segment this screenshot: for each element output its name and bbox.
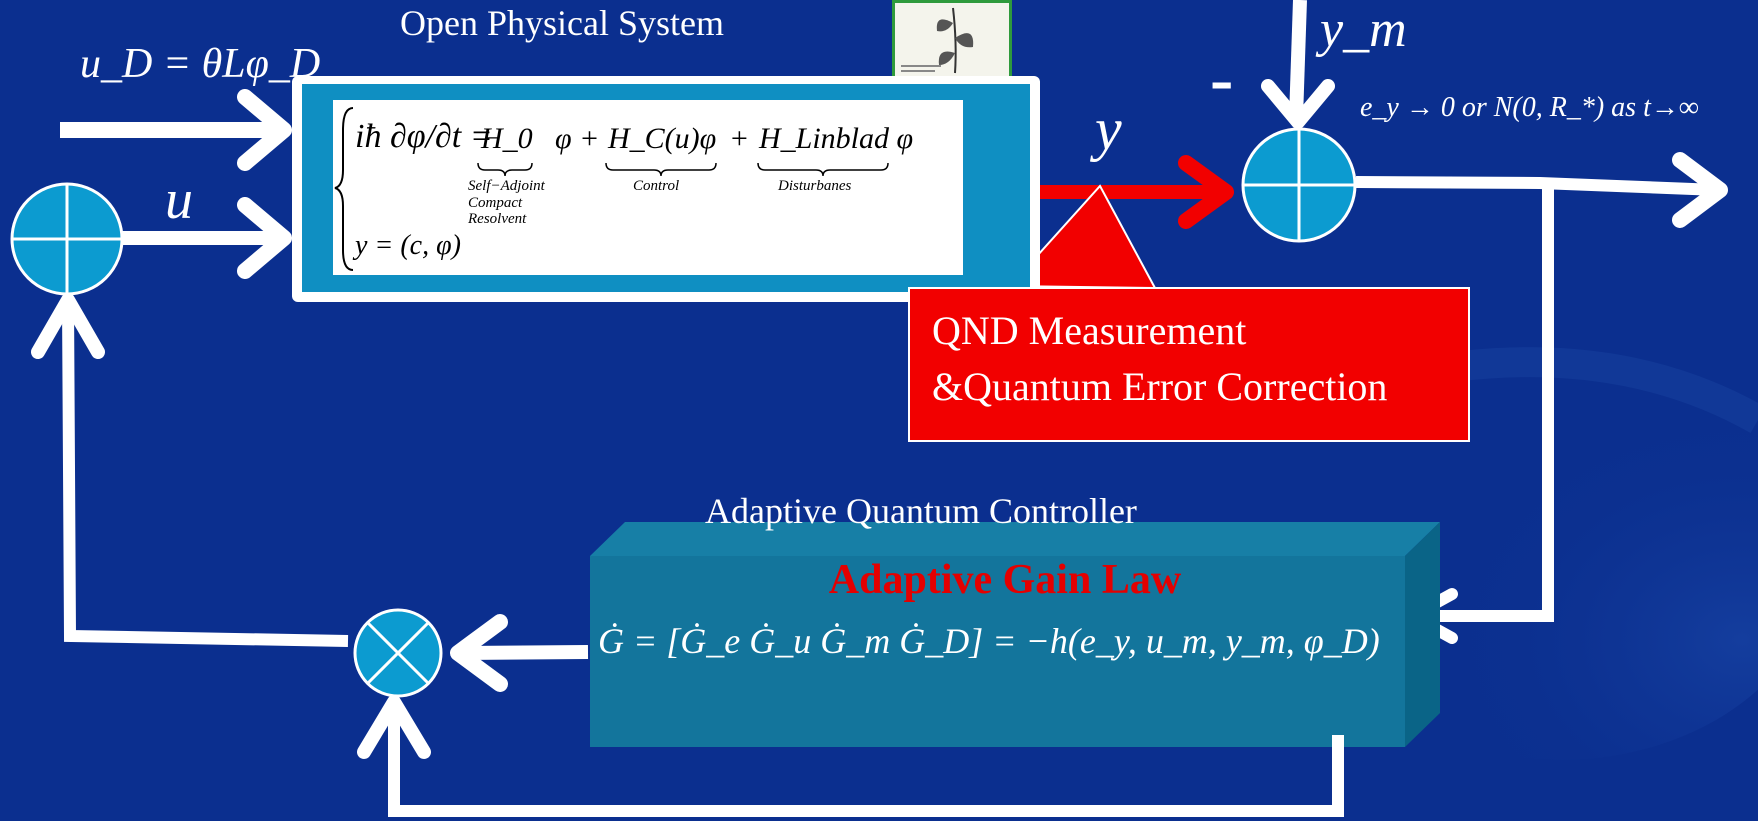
- h0-note-compact: Compact: [468, 195, 523, 211]
- y-output-arrow: [1036, 155, 1234, 229]
- h0-term: H_0: [481, 122, 533, 155]
- error-output-arrow: [1355, 152, 1728, 228]
- phi-plus: φ +: [555, 122, 600, 155]
- right-summing-junction: [1241, 127, 1357, 243]
- leaf-icon: [901, 7, 974, 74]
- ud-equation-label: u_D = θLφ_D: [80, 41, 321, 87]
- qnd-line-2: &Quantum Error Correction: [932, 364, 1388, 409]
- error-convergence-label: e_y → 0 or N(0, R_*) as t→∞: [1360, 92, 1699, 123]
- qnd-line-1: QND Measurement: [932, 308, 1247, 353]
- ym-input-arrow: [1261, 0, 1335, 129]
- h0-note-self-adjoint: Self−Adjoint: [468, 178, 545, 194]
- feedback-to-left-junction-arrow: [31, 293, 349, 647]
- h0-note-resolvent: Resolvent: [468, 211, 527, 227]
- open-physical-system-title: Open Physical System: [400, 3, 724, 43]
- plant-equation-braces: [334, 107, 889, 271]
- disturbance-note: Disturbanes: [778, 178, 852, 194]
- u-label: u: [165, 169, 193, 231]
- controller-feedback-arrow: [357, 695, 1344, 817]
- leaf-thumbnail-image: [892, 0, 1012, 80]
- control-note: Control: [633, 178, 680, 194]
- qnd-measurement-callout: QND Measurement &Quantum Error Correctio…: [908, 287, 1470, 442]
- u-arrow: [118, 197, 292, 279]
- disturbance-term: H_Linblad φ: [759, 122, 914, 155]
- ym-label: y_m: [1320, 1, 1407, 58]
- minus-sign: -: [1210, 41, 1234, 118]
- output-equation: y = (c, φ): [355, 230, 461, 261]
- ud-input-arrow: [60, 89, 292, 171]
- adaptive-quantum-controller-title: Adaptive Quantum Controller: [705, 491, 1137, 531]
- y-label: y: [1095, 96, 1122, 162]
- multiplier-junction: [353, 608, 443, 698]
- adaptive-gain-law-title: Adaptive Gain Law: [828, 557, 1182, 603]
- plant-lhs-term: iħ ∂φ/∂t =: [355, 118, 493, 155]
- controller-output-arrow: [450, 614, 589, 692]
- plant-equation-panel: iħ ∂φ/∂t = H_0 Self−Adjoint Compact Reso…: [333, 100, 963, 275]
- control-term: H_C(u)φ: [608, 122, 717, 155]
- left-summing-junction: [10, 182, 124, 296]
- adaptive-controller-box: [590, 522, 1440, 747]
- plus-sign: +: [729, 122, 750, 155]
- gain-law-equation: Ġ = [Ġ_e Ġ_u Ġ_m Ġ_D] = −h(e_y, u_m, y_m…: [598, 621, 1380, 661]
